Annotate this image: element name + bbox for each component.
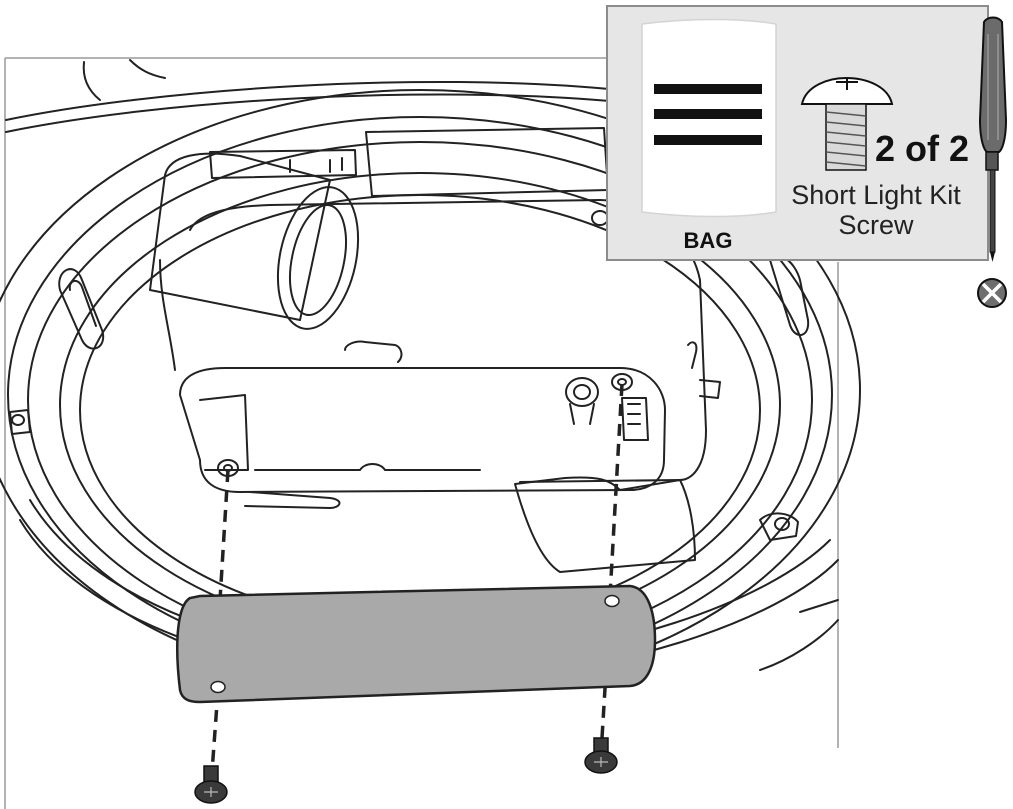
part-name-line-1: Short Light Kit <box>791 180 961 210</box>
phillips-bit-icon <box>977 278 1007 308</box>
alignment-lines <box>210 383 624 773</box>
cover-plate <box>175 584 657 704</box>
screw-icon <box>800 76 894 171</box>
part-name-line-2: Screw <box>838 210 914 240</box>
screw-left <box>194 765 228 804</box>
bag-label: BAG <box>684 228 733 253</box>
screwdriver-icon <box>978 16 1008 262</box>
screw-right <box>584 737 618 774</box>
hardware-callout: BAG 2 of 2 Short Light Kit Screw <box>606 5 989 261</box>
hardware-bag-icon <box>641 18 777 218</box>
illustration-frame <box>4 57 839 809</box>
quantity-label: 2 of 2 <box>875 128 969 169</box>
